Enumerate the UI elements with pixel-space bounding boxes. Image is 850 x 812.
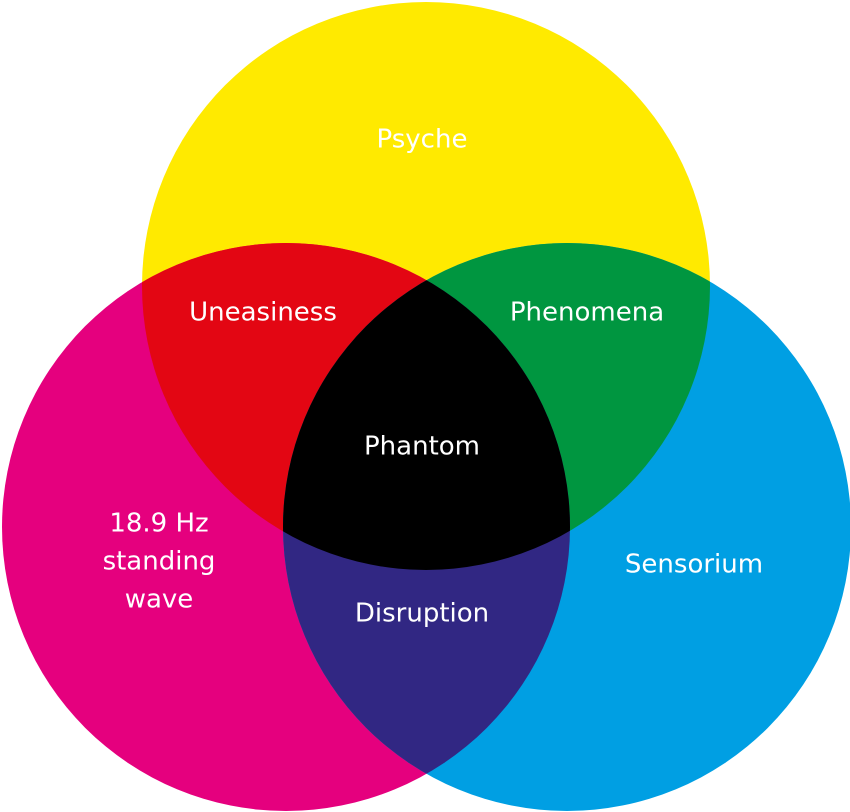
label-psyche: Psyche	[377, 125, 468, 155]
label-standing-wave-line-2: standing	[103, 547, 216, 577]
label-standing-wave-line-3: wave	[125, 585, 194, 615]
label-sensorium: Sensorium	[625, 550, 763, 580]
label-uneasiness: Uneasiness	[189, 298, 337, 328]
overlap-phantom	[283, 243, 570, 570]
label-standing-wave-line-1: 18.9 Hz	[109, 509, 208, 539]
label-phenomena: Phenomena	[510, 298, 664, 328]
label-phantom: Phantom	[364, 432, 480, 462]
label-disruption: Disruption	[355, 599, 489, 629]
